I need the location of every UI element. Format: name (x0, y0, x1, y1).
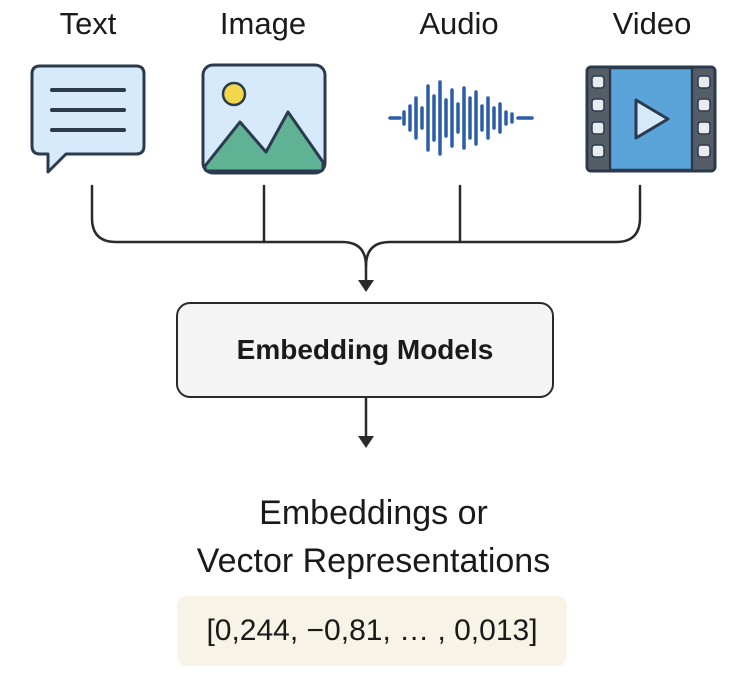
embedding-models-label: Embedding Models (236, 334, 494, 365)
output-title-line2: Vector Representations (196, 542, 551, 580)
embedding-models-box: Embedding Models (176, 302, 554, 398)
landscape-image-icon (201, 63, 327, 175)
waveform-icon (388, 80, 534, 156)
output-title-line1: Embeddings or (259, 494, 488, 532)
arrowhead-to-model (358, 280, 374, 292)
text-label: Text (59, 6, 117, 41)
video-label: Video (612, 6, 692, 41)
audio-label: Audio (419, 6, 499, 41)
film-play-icon (585, 65, 717, 173)
arrowhead-to-output (358, 436, 374, 448)
image-label: Image (219, 6, 307, 41)
vector-example-text: [0,244, −0,81, … , 0,013] (206, 614, 538, 647)
speech-bubble-icon (30, 64, 146, 174)
vector-example-box: [0,244, −0,81, … , 0,013] (177, 596, 567, 666)
